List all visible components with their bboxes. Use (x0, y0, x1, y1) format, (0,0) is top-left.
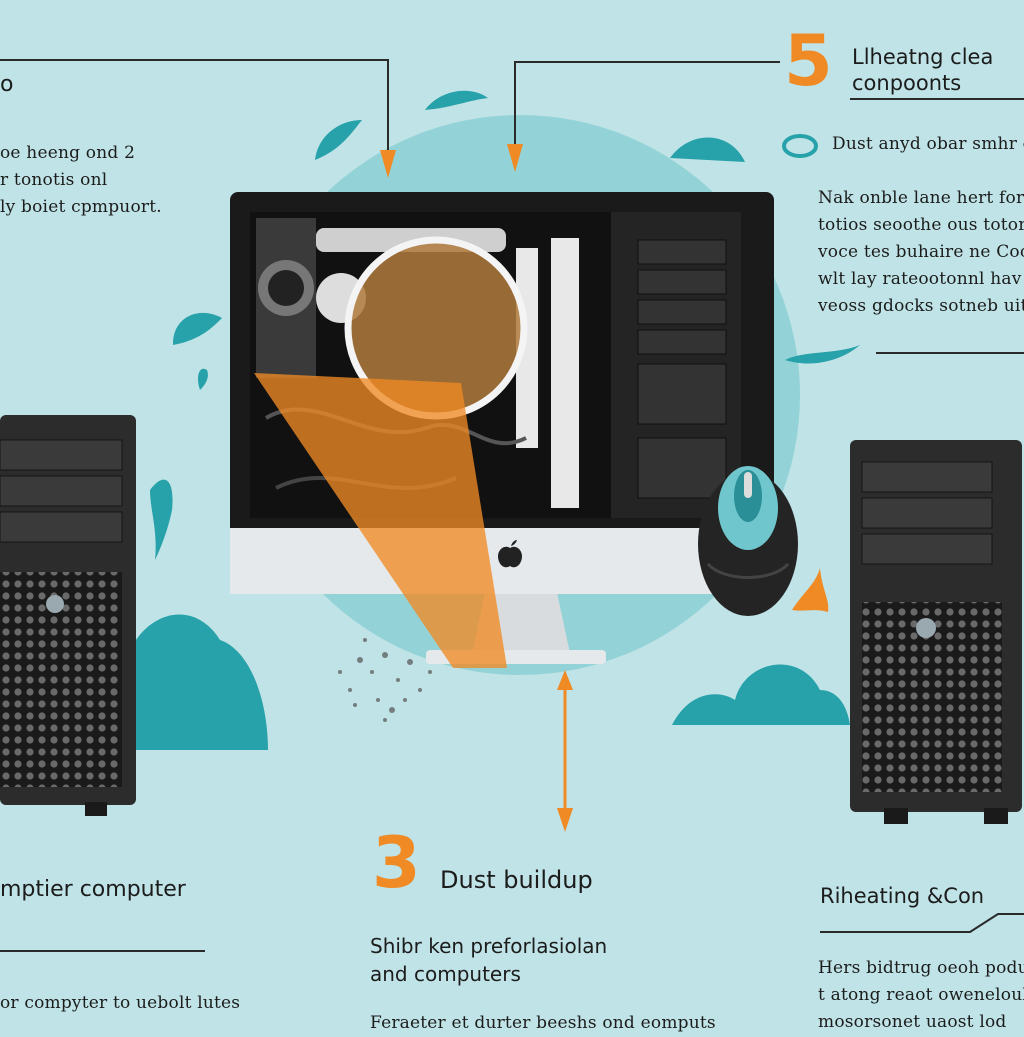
leaf-shape (425, 90, 488, 110)
panel-title: Llheatng clea conpoonts (852, 44, 993, 96)
body-line: wlt lay rateootonnl hav (818, 269, 1022, 289)
body-line: Hers bidtrug oeoh poduen c (818, 958, 1024, 978)
title-line: conpoonts (852, 71, 962, 95)
mouse-icon (698, 466, 798, 616)
leaf-shape (150, 479, 173, 560)
bullet-ring-icon (782, 134, 818, 158)
body-line: r tonotis onl (0, 170, 108, 190)
arrow-down-icon (380, 150, 396, 178)
step-number: 5 (784, 20, 833, 102)
body-line: mosorsonet uaost lod (818, 1012, 1007, 1032)
bullet-text: Dust anyd obar smhr croon (832, 134, 1024, 154)
leaf-shape (785, 345, 860, 364)
subtitle-line: and computers (370, 962, 521, 986)
leaf-shape (315, 120, 362, 160)
body-line: totios seoothe ous totor (818, 215, 1024, 235)
arrow-up-icon (557, 670, 573, 690)
body-line: voce tes buhaire ne Cood (818, 242, 1024, 262)
cloud-shape (672, 664, 850, 725)
body-line: oe heeng ond 2 (0, 143, 136, 163)
apple-logo-icon (498, 540, 522, 568)
left-panel-fragment: o (0, 72, 14, 97)
panel-title: Dust buildup (440, 866, 593, 894)
body-line: veoss gdocks sotneb uit hr (818, 296, 1024, 316)
pc-tower-icon (850, 440, 1022, 824)
connector-line (514, 61, 780, 150)
computer-monitor-icon (230, 192, 774, 668)
left-panel-body: oe heeng ond 2 r tonotis onl ly boiet cp… (0, 140, 162, 221)
splash-shape (792, 568, 829, 612)
leaf-shape (172, 312, 222, 345)
body-line: ly boiet cpmpuort. (0, 197, 162, 217)
leaf-shape (670, 137, 745, 162)
dust-particles (338, 638, 432, 722)
left-panel-heading: mptier computer (0, 877, 186, 902)
body-line: t atong reaot owenelouly (818, 985, 1024, 1005)
connector-line (0, 59, 389, 155)
divider (850, 98, 1024, 100)
leaf-shape (197, 368, 208, 390)
panel-subtitle: Shibr ken preforlasiolan and computers (370, 932, 607, 988)
top-right-body: Nak onble lane hert forr totios seoothe … (818, 185, 1024, 320)
step-number: 3 (372, 822, 421, 904)
title-line: Llheatng clea (852, 45, 994, 69)
subtitle-line: Shibr ken preforlasiolan (370, 934, 608, 958)
cloud-shape (130, 614, 268, 750)
left-panel-footer: or compyter to uebolt lutes (0, 993, 241, 1013)
panel-heading: Riheating &Con (820, 884, 985, 908)
arrow-down-icon (507, 144, 523, 172)
divider (876, 352, 1024, 354)
pc-tower-icon (0, 415, 136, 816)
body-line: Nak onble lane hert forr (818, 188, 1024, 208)
arrow-down-icon (557, 808, 573, 832)
divider (0, 950, 205, 952)
connector-line (820, 913, 1024, 933)
